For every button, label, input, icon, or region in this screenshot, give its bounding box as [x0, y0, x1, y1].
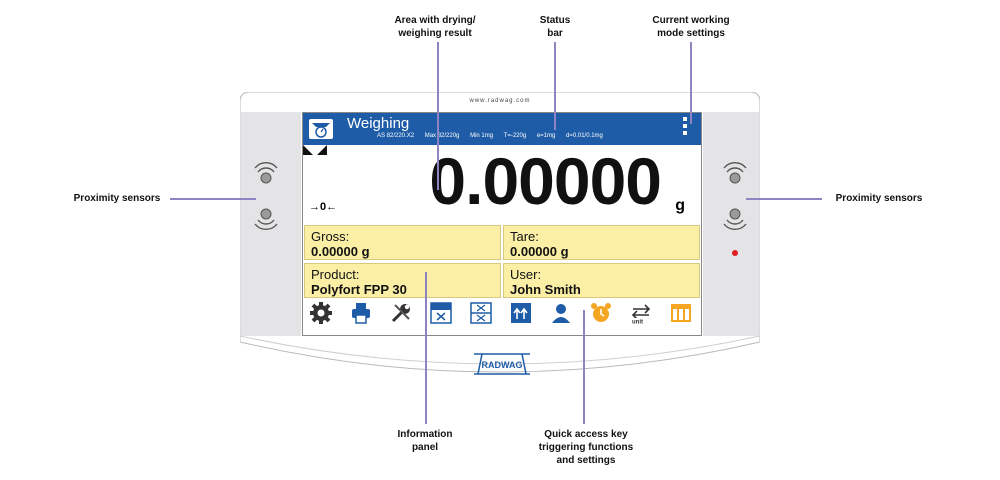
callout-working-mode: Current working mode settings: [636, 14, 746, 40]
svg-text:unit: unit: [632, 320, 643, 326]
proximity-sensor-left: [254, 162, 278, 230]
callout-quick-line3: and settings: [556, 455, 616, 466]
gear-icon[interactable]: [309, 301, 333, 325]
info-gross: Gross: 0.00000 g: [304, 225, 501, 260]
menu-kebab-icon[interactable]: [683, 117, 687, 138]
callout-proximity-right-text: Proximity sensors: [835, 193, 923, 204]
gross-label: Gross:: [311, 229, 350, 244]
user-label: User:: [510, 267, 542, 282]
leader-information-panel: [425, 272, 427, 424]
user-value: John Smith: [510, 282, 581, 297]
grid-x-icon[interactable]: [429, 301, 453, 325]
callout-quick-line2: triggering functions: [538, 442, 634, 453]
info-tare: Tare: 0.00000 g: [503, 225, 700, 260]
quick-access-keys: unit: [303, 301, 701, 335]
alarm-icon[interactable]: [589, 301, 613, 325]
tare-value: 0.00000 g: [510, 244, 569, 259]
leader-area-result: [437, 42, 439, 190]
product-label: Product:: [311, 267, 360, 282]
database-icon[interactable]: [669, 301, 693, 325]
grid-x2-icon[interactable]: [469, 301, 493, 325]
leader-status-bar: [554, 42, 556, 130]
callout-proximity-left-text: Proximity sensors: [73, 193, 161, 204]
callout-status-bar: Status bar: [520, 14, 590, 40]
mode-title: Weighing: [347, 115, 410, 132]
leader-proximity-left: [170, 198, 256, 200]
callout-area-line1: Area with drying/: [394, 15, 476, 26]
callout-quick-line1: Quick access key: [544, 429, 628, 440]
callout-status-line1: Status: [539, 15, 571, 26]
status-max: Max 82/220g: [424, 133, 460, 139]
callout-info-line1: Information: [397, 429, 453, 440]
balance-device: RADWAG www.radwag.com Weighing AS 82/220…: [240, 92, 760, 384]
tare-label: Tare:: [510, 229, 539, 244]
svg-text:RADWAG: RADWAG: [482, 360, 523, 370]
callout-status-line2: bar: [547, 28, 563, 39]
gross-value: 0.00000 g: [311, 244, 370, 259]
printer-icon[interactable]: [349, 301, 373, 325]
callout-mode-line1: Current working: [652, 15, 730, 26]
stability-marker-icon: [303, 145, 327, 155]
header-bar: Weighing AS 82/220.X2 Max 82/220g Min 1m…: [303, 113, 701, 145]
callout-information-panel: Information panel: [380, 428, 470, 454]
leader-working-mode: [690, 42, 692, 124]
callout-area-line2: weighing result: [398, 28, 472, 39]
status-d: d=0.01/0.1mg: [566, 133, 603, 139]
unit-icon[interactable]: unit: [629, 301, 653, 325]
website-url: www.radwag.com: [469, 98, 531, 104]
status-min: Min 1mg: [470, 133, 494, 139]
status-model: AS 82/220.X2: [377, 133, 415, 139]
leader-quick-access: [583, 310, 585, 424]
status-tare-range: T=-220g: [503, 133, 527, 139]
product-value: Polyfort FPP 30: [311, 282, 407, 297]
leader-proximity-right: [746, 198, 822, 200]
tools-icon[interactable]: [389, 301, 413, 325]
info-product: Product: Polyfort FPP 30: [304, 263, 501, 298]
arrows-up-icon[interactable]: [509, 301, 533, 325]
callout-proximity-right: Proximity sensors: [824, 192, 934, 205]
zero-indicator: →0←: [309, 201, 338, 213]
weighing-result: 0.00000: [429, 144, 662, 218]
info-user: User: John Smith: [503, 263, 700, 298]
radwag-logo: RADWAG: [474, 353, 530, 375]
callout-mode-line2: mode settings: [657, 28, 725, 39]
proximity-sensor-right: [723, 162, 747, 230]
weighing-result-area: →0← 0.00000 g: [303, 144, 701, 225]
callout-proximity-left: Proximity sensors: [62, 192, 172, 205]
user-icon[interactable]: [549, 301, 573, 325]
weighing-unit: g: [675, 197, 685, 214]
status-e: e=1mg: [536, 133, 556, 139]
status-bar: AS 82/220.X2 Max 82/220g Min 1mg T=-220g…: [377, 133, 612, 139]
callout-quick-access: Quick access key triggering functions an…: [516, 428, 656, 467]
scale-icon: [309, 119, 333, 139]
callout-area-result: Area with drying/ weighing result: [380, 14, 490, 40]
touch-screen: Weighing AS 82/220.X2 Max 82/220g Min 1m…: [302, 112, 702, 336]
callout-info-line2: panel: [411, 442, 439, 453]
status-led: [732, 250, 738, 256]
